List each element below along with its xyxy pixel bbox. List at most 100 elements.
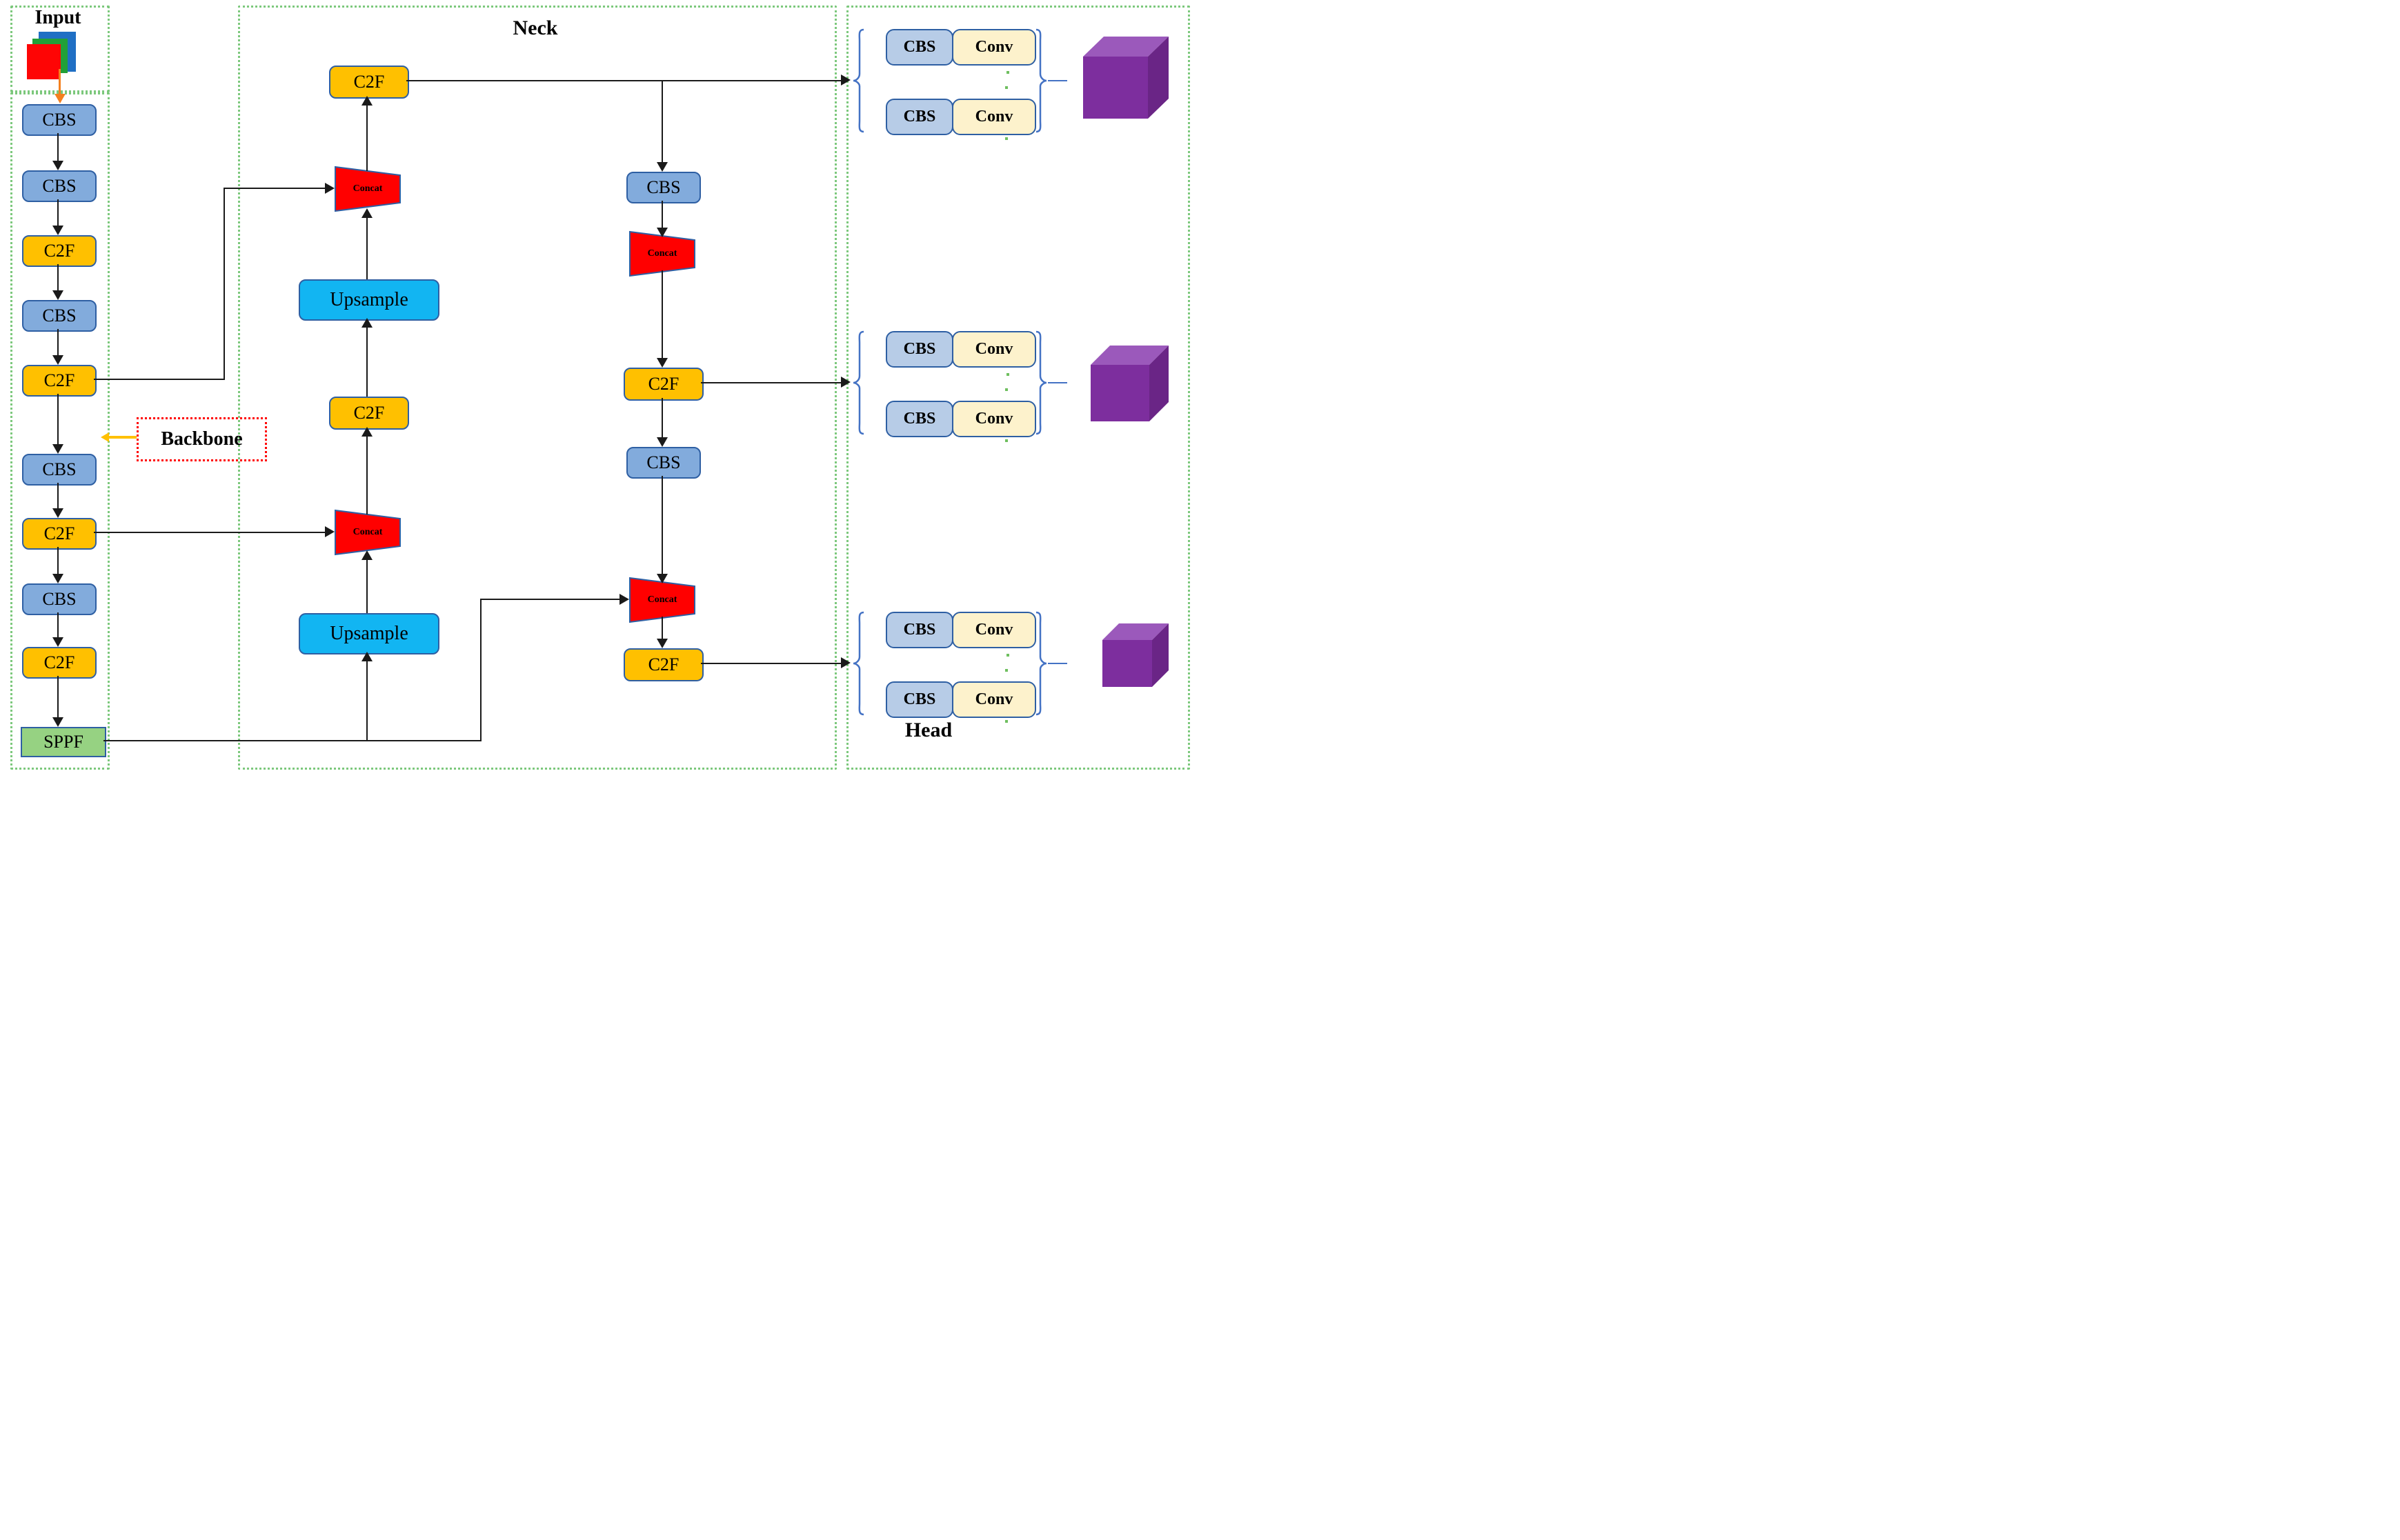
flow-line [57, 199, 59, 226]
head2-row2-cbs: CBS [886, 401, 953, 437]
concat-trapezoid [629, 230, 695, 277]
arrowhead [52, 290, 63, 300]
left-brace [853, 611, 864, 716]
backbone-cbs-4: CBS [22, 454, 97, 486]
ellipsis-dot [1005, 439, 1008, 442]
arrowhead [52, 161, 63, 170]
neck-cbs-1: CBS [626, 172, 701, 203]
ellipsis-dot [1005, 669, 1008, 672]
arrowhead [361, 96, 373, 106]
neck-concat-2: Concat [335, 509, 401, 556]
arrowhead [325, 183, 335, 194]
arrowhead [841, 377, 851, 388]
arrowhead [52, 717, 63, 727]
backbone-c2f-1: C2F [22, 235, 97, 267]
backbone-sppf: SPPF [21, 727, 106, 757]
backbone-c2f-4: C2F [22, 647, 97, 679]
neck-concat-3: Concat [629, 230, 695, 277]
head2-row2-conv: Conv [952, 401, 1036, 437]
head1-row1-cbs: CBS [886, 29, 953, 66]
feature-map-cube-medium [1091, 346, 1169, 421]
head3-row1-cbs: CBS [886, 612, 953, 648]
neck-c2f-right-1: C2F [624, 368, 704, 401]
flow-line [662, 201, 663, 228]
flow-line [224, 188, 325, 189]
flow-line [662, 617, 663, 639]
flow-line [57, 394, 59, 444]
flow-line [406, 80, 841, 81]
right-brace [1035, 611, 1047, 716]
arrowhead [52, 355, 63, 365]
ellipsis-dot [1005, 137, 1008, 140]
feature-map-cube-small [1102, 623, 1169, 687]
flow-line [57, 612, 59, 637]
neck-upsample-2: Upsample [299, 613, 439, 654]
flow-line [662, 476, 663, 574]
backbone-cbs-3: CBS [22, 300, 97, 332]
head-label: Head [904, 719, 953, 741]
arrowhead [657, 228, 668, 237]
head-region-border [846, 6, 1190, 770]
flow-line [57, 547, 59, 574]
ellipsis-dot [1006, 71, 1009, 74]
arrowhead [52, 508, 63, 518]
flow-line [480, 599, 482, 741]
arrowhead [657, 574, 668, 583]
neck-cbs-2: CBS [626, 447, 701, 479]
flow-line [480, 599, 619, 600]
input-flow-line [59, 69, 61, 94]
concat-trapezoid [335, 166, 401, 212]
arrowhead [325, 526, 335, 537]
flow-line [366, 328, 368, 397]
feature-map-cube-large [1083, 37, 1169, 119]
flow-line [366, 106, 368, 171]
neck-label: Neck [513, 17, 558, 39]
flow-line [94, 532, 325, 533]
arrowhead [361, 208, 373, 218]
arrowhead [619, 594, 629, 605]
arrowhead [657, 437, 668, 447]
backbone-c2f-3: C2F [22, 518, 97, 550]
concat-trapezoid [335, 509, 401, 556]
head3-row1-conv: Conv [952, 612, 1036, 648]
ellipsis-dot [1005, 720, 1008, 723]
right-brace [1035, 28, 1047, 133]
ellipsis-dot [1005, 388, 1008, 391]
arrowhead [52, 574, 63, 583]
neck-upsample-1: Upsample [299, 279, 439, 321]
flow-line [701, 382, 841, 383]
arrowhead [841, 74, 851, 86]
arrowhead [52, 637, 63, 647]
flow-line [366, 218, 368, 279]
ellipsis-dot [1006, 373, 1009, 376]
neck-c2f-mid: C2F [329, 397, 409, 430]
flow-line [224, 188, 225, 380]
flow-line [103, 740, 482, 741]
input-label: Input [34, 7, 81, 28]
neck-region-border [238, 6, 837, 770]
neck-concat-4: Concat [629, 577, 695, 623]
flow-line [662, 270, 663, 358]
arrowhead [361, 318, 373, 328]
backbone-callout-arrowhead [101, 432, 109, 442]
flow-line [57, 483, 59, 508]
input-image-red-channel [27, 44, 61, 79]
arrowhead [657, 162, 668, 172]
left-brace [853, 28, 864, 133]
backbone-c2f-2: C2F [22, 365, 97, 397]
arrowhead [657, 358, 668, 368]
neck-c2f-top: C2F [329, 66, 409, 99]
brace-connector [1048, 663, 1067, 664]
head2-row1-conv: Conv [952, 331, 1036, 368]
head1-row1-conv: Conv [952, 29, 1036, 66]
flow-line [57, 264, 59, 290]
flow-line [701, 663, 841, 664]
arrowhead [361, 550, 373, 560]
flow-line [57, 133, 59, 161]
flow-line [662, 398, 663, 437]
architecture-diagram: Input Neck Head CBS CBS C2F CBS C2F CBS … [0, 0, 1200, 770]
concat-trapezoid [629, 577, 695, 623]
flow-line [94, 379, 225, 380]
flow-line [57, 676, 59, 717]
flow-line [662, 81, 663, 162]
